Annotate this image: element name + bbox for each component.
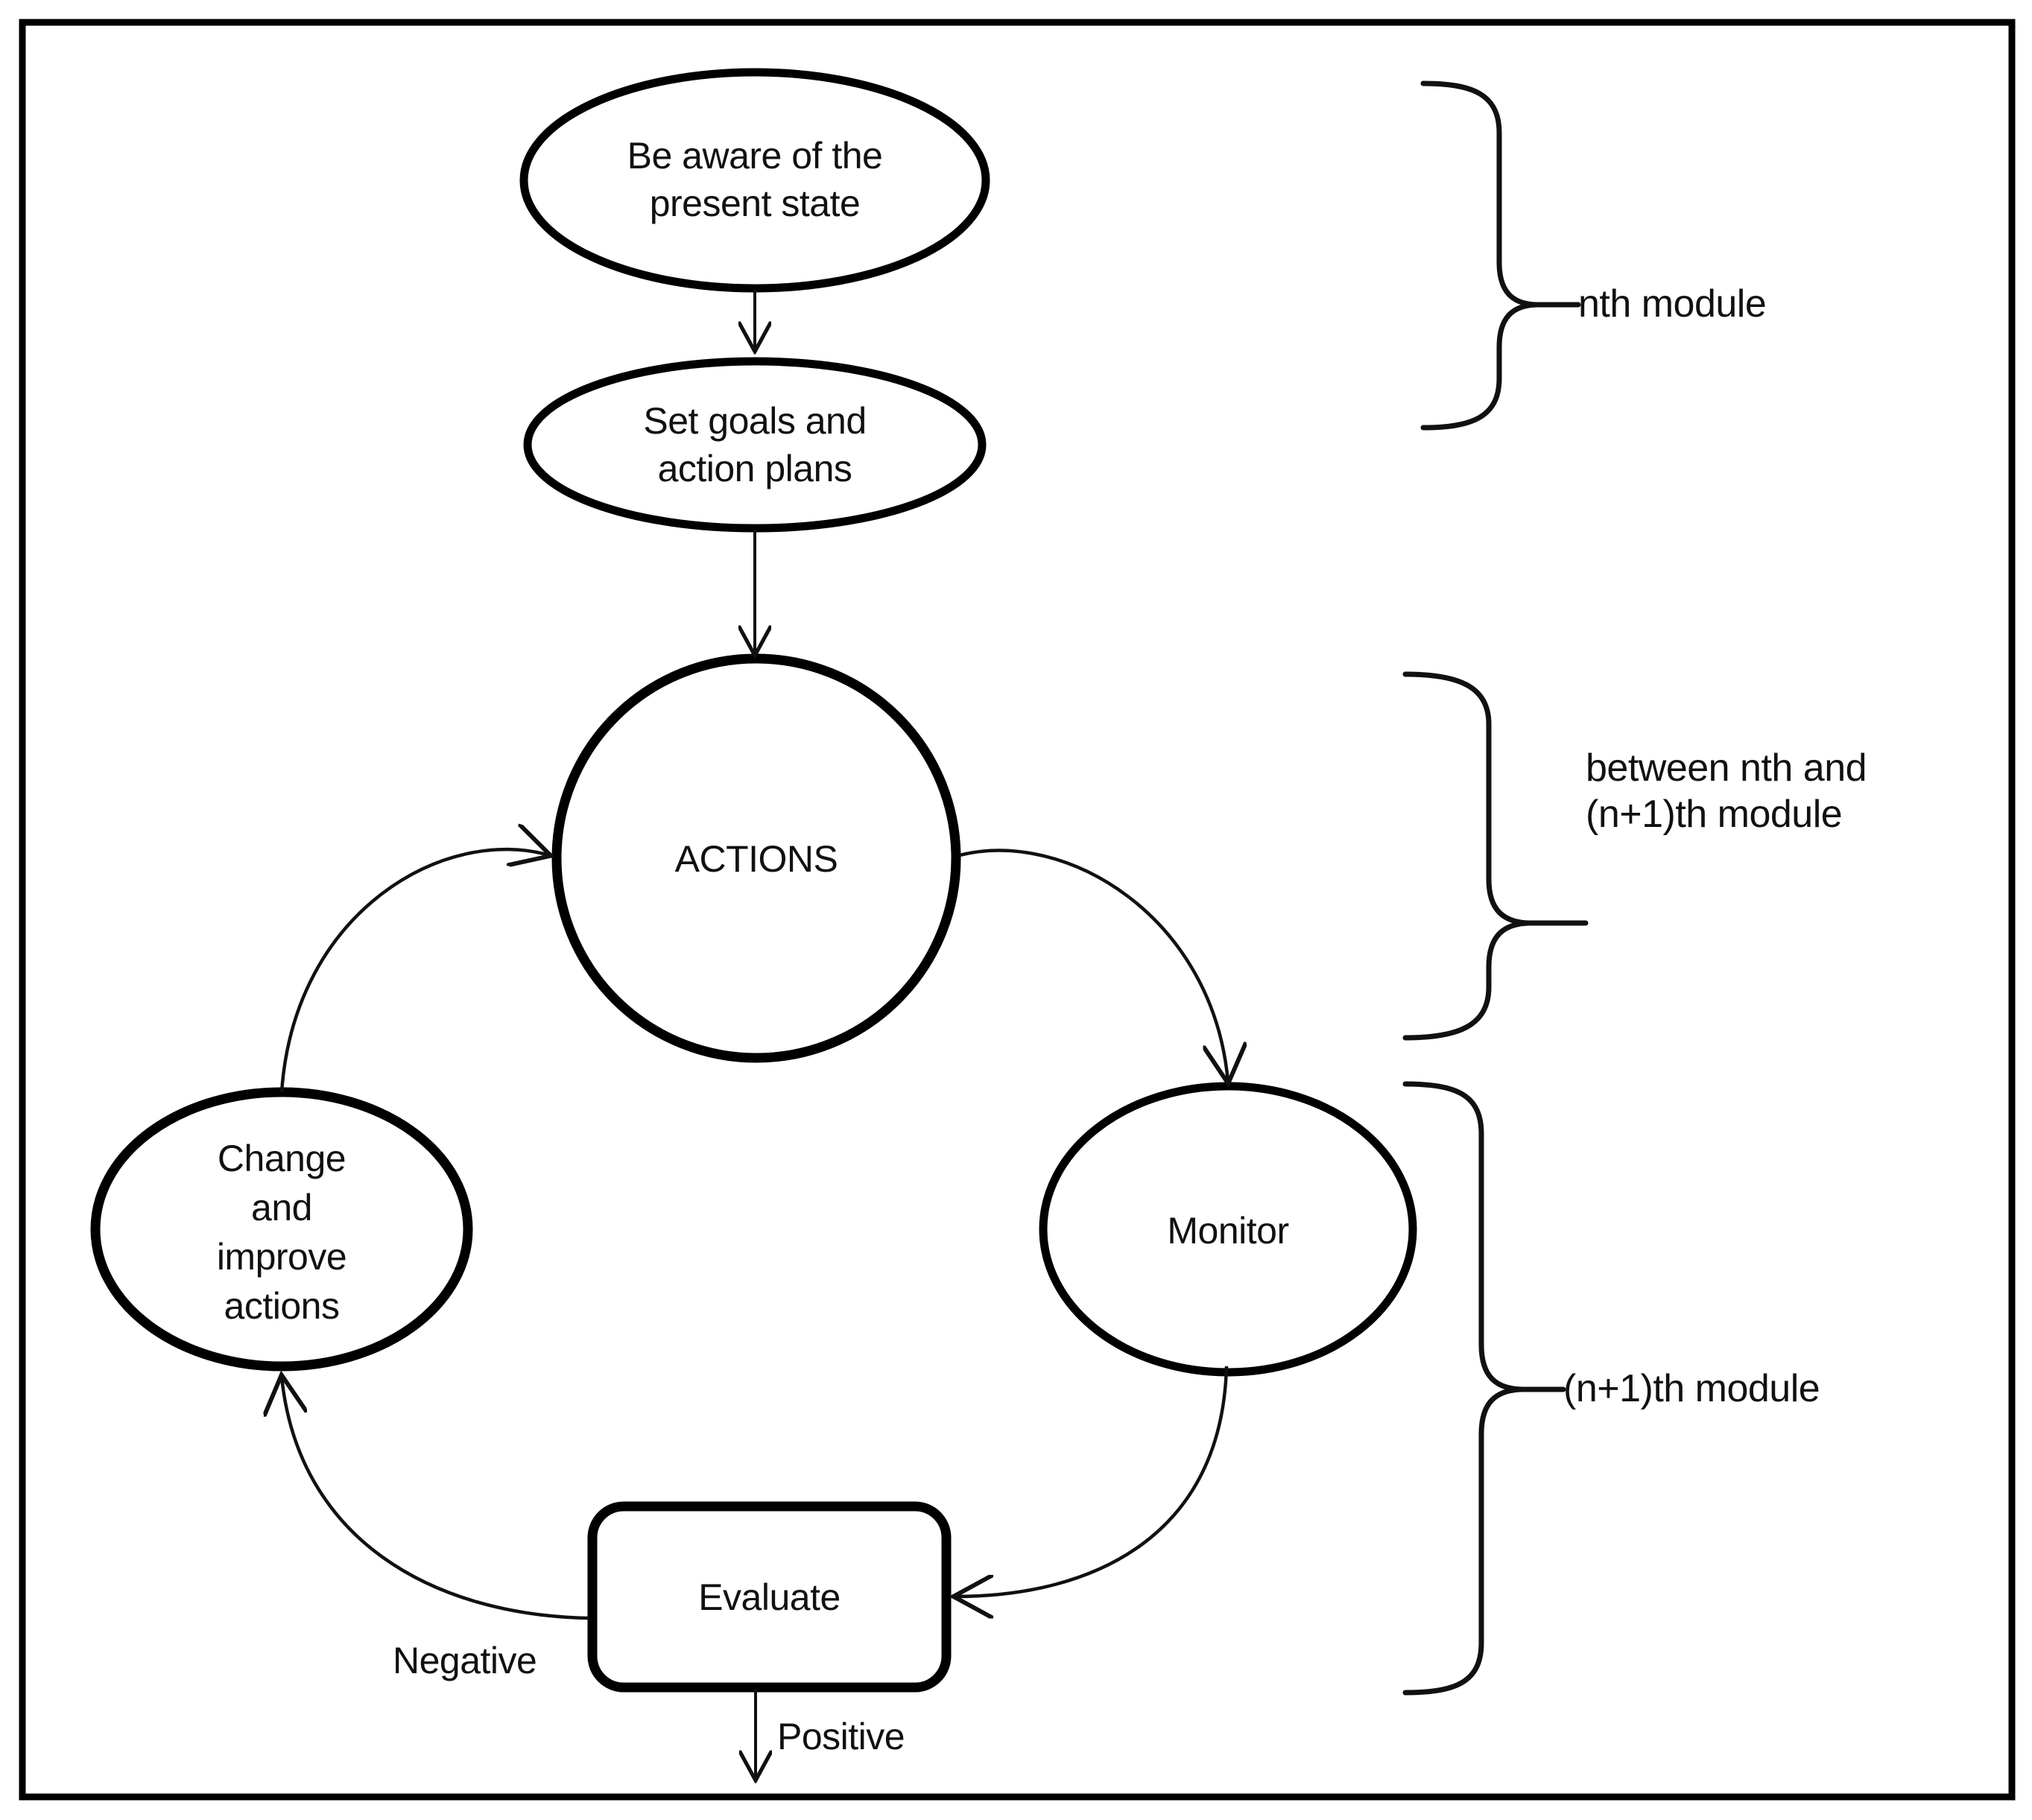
- node-change-and-improve-actions: [90, 1087, 473, 1372]
- edge-change-to-actions: [279, 849, 549, 1093]
- diagram-frame: [19, 19, 2016, 1801]
- edge-evaluate-negative-to-change: [282, 1377, 589, 1620]
- node-set-goals-and-action-plans: [523, 357, 987, 533]
- node-actions: [551, 653, 961, 1063]
- edge-actions-to-monitor: [959, 849, 1228, 1082]
- edge-label-positive: Positive: [777, 1716, 905, 1757]
- node-evaluate: [587, 1501, 952, 1693]
- brace-label-between-modules: between nth and (n+1)th module: [1586, 746, 1867, 836]
- edge-monitor-to-evaluate: [955, 1366, 1229, 1597]
- brace-label-nth-module: nth module: [1578, 282, 1767, 326]
- edge-label-negative: Negative: [393, 1640, 537, 1681]
- brace-label-n-plus-1th-module: (n+1)th module: [1563, 1367, 1820, 1410]
- node-be-aware-of-present-state: [519, 68, 990, 293]
- node-monitor: [1039, 1082, 1417, 1377]
